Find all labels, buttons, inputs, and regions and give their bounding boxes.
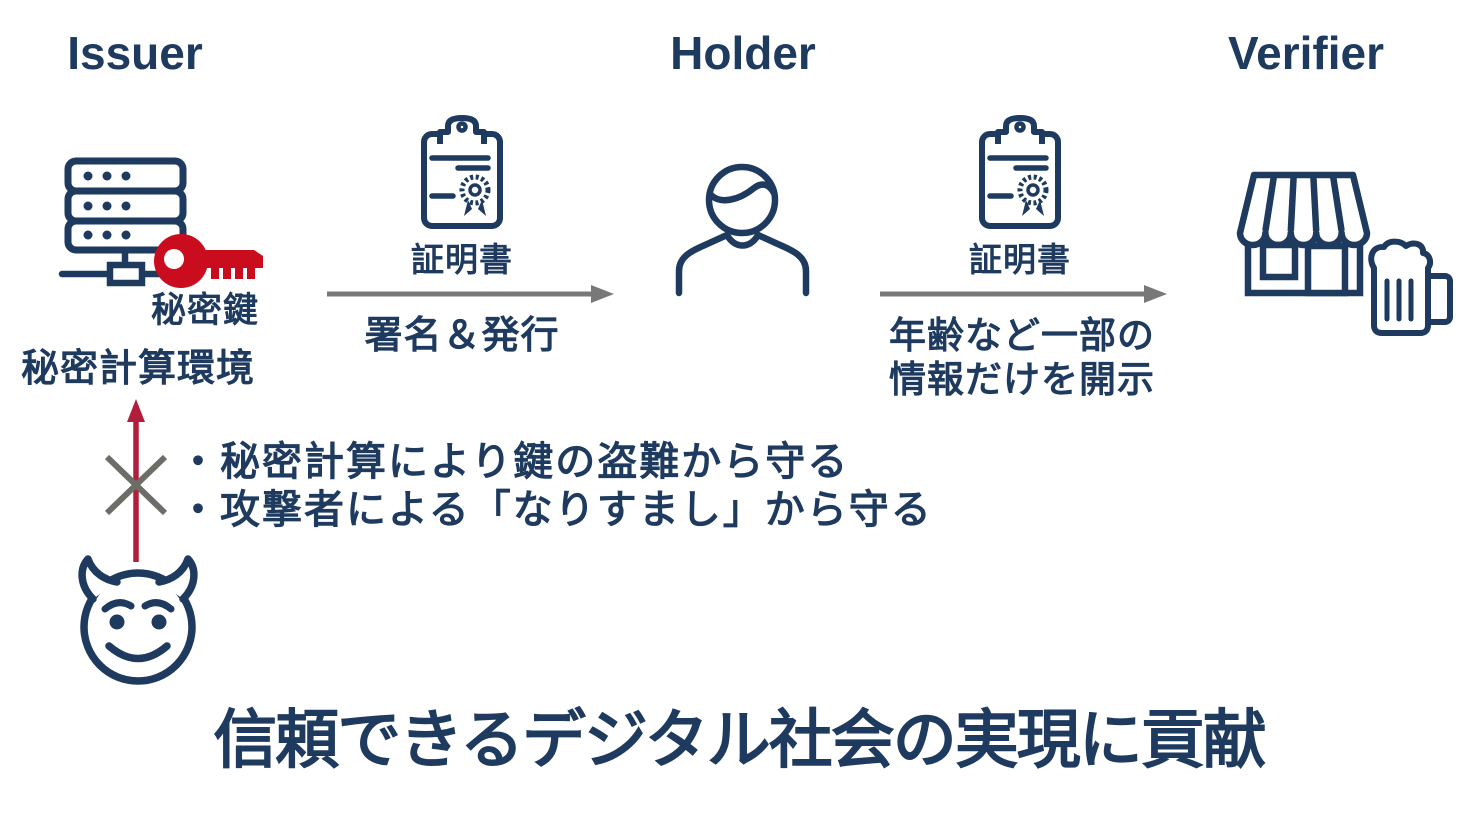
secure-computation-env-label: 秘密計算環境	[20, 348, 255, 390]
selective-disclosure-label: 年齢など一部の 情報だけを開示	[872, 314, 1172, 402]
certificate-label-issue: 証明書	[411, 241, 513, 278]
selective-disclosure-line2: 情報だけを開示	[889, 359, 1155, 400]
cross-icon	[104, 452, 168, 518]
devil-icon	[76, 554, 202, 686]
certificate-icon	[420, 115, 504, 230]
protection-bullet-2: ・攻撃者による「なりすまし」から守る	[178, 488, 933, 532]
footer-title: 信頼できるデジタル社会の実現に貢献	[213, 704, 1266, 776]
present-arrow-icon	[878, 282, 1168, 306]
store-icon	[1236, 171, 1371, 297]
server-icon	[40, 148, 270, 308]
holder-title: Holder	[670, 27, 816, 79]
issue-arrow-icon	[325, 282, 615, 306]
private-key-label: 秘密鍵	[150, 291, 259, 330]
certificate-label-present: 証明書	[969, 241, 1071, 278]
certificate-icon	[978, 115, 1062, 230]
beer-mug-icon	[1366, 238, 1456, 340]
issuer-title: Issuer	[67, 27, 203, 79]
sign-issue-label: 署名＆発行	[364, 315, 560, 357]
person-icon	[670, 158, 815, 297]
selective-disclosure-line1: 年齢など一部の	[889, 315, 1155, 356]
protection-bullets: ・秘密計算により鍵の盗難から守る ・攻撃者による「なりすまし」から守る	[178, 438, 933, 534]
key-icon	[148, 226, 266, 288]
protection-bullet-1: ・秘密計算により鍵の盗難から守る	[178, 440, 850, 484]
up-arrow-icon	[124, 396, 148, 564]
verifier-title: Verifier	[1228, 27, 1384, 79]
